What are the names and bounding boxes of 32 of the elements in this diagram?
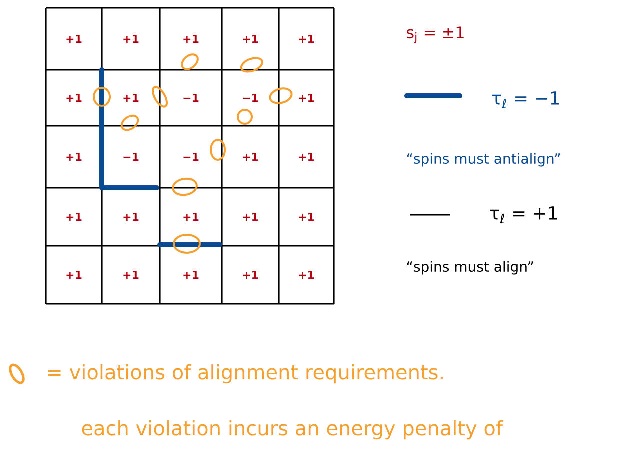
spin-value: +1 [124,35,139,43]
spin-value: +1 [66,271,82,279]
legend-text: τ$_{ℓ}$ = −1 [492,92,560,108]
spin-value: +1 [243,271,258,279]
spin-value: −1 [124,153,139,161]
spin-definition: s$_{j}$ = ±1 [407,26,464,44]
spin-value: +1 [184,213,199,221]
spin-value: +1 [243,153,258,161]
spin-value: +1 [124,213,139,221]
spin-value: +1 [299,35,314,43]
spin-value: +1 [184,271,199,279]
legend-note: “spins must align” [407,261,534,275]
spin-value: −1 [243,94,258,102]
spin-value: +1 [124,94,139,102]
penalty-note: each violation incurs an energy penalty of [82,420,504,440]
legend-text: = violations of alignment requirements. [48,364,443,384]
spin-value: +1 [243,35,258,43]
spin-value: +1 [299,94,314,102]
spin-value: +1 [66,35,82,43]
spin-value: −1 [184,153,199,161]
spin-value: +1 [124,271,139,279]
spin-value: +1 [299,271,314,279]
spin-value: +1 [299,213,314,221]
spin-value: +1 [184,35,199,43]
spin-value: +1 [66,94,82,102]
spin-value: +1 [299,153,314,161]
spin-value: +1 [243,213,258,221]
spin-value: +1 [66,153,82,161]
legend-note: “spins must antialign” [407,153,560,167]
legend-text: τ$_{ℓ}$ = +1 [490,206,558,224]
spin-value: −1 [184,94,199,102]
spin-value: +1 [66,213,82,221]
